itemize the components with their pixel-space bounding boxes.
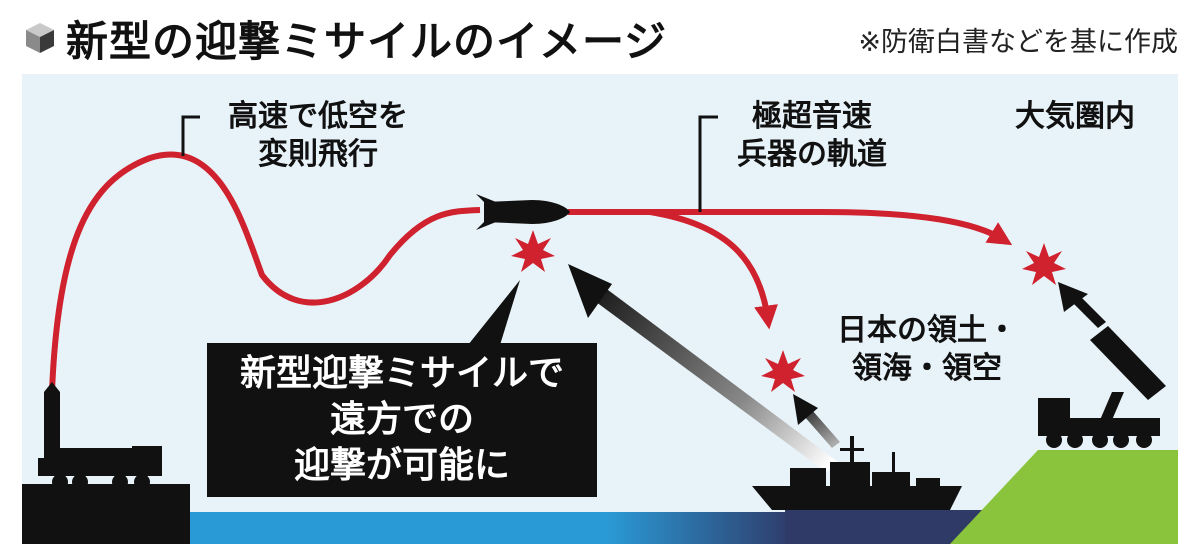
maneuver-label-line2: 変則飛行 — [258, 137, 378, 172]
hypersonic-label-connector — [698, 115, 718, 212]
launcher-arrow-head — [1058, 282, 1088, 312]
land — [950, 450, 1178, 544]
sea-dark — [785, 510, 985, 544]
maneuver-label-line1: 高速で低空を — [228, 99, 408, 134]
sea — [190, 512, 785, 544]
hypersonic-label-line2: 兵器の軌道 — [737, 137, 887, 172]
launcher-truck-icon — [38, 382, 162, 490]
interceptor-beam — [588, 284, 838, 472]
hypersonic-trajectory — [568, 209, 1013, 246]
mobile-launcher-icon — [1038, 326, 1166, 448]
warship-icon — [752, 436, 962, 510]
launcher-arrow — [1072, 296, 1106, 328]
callout-pointer — [468, 280, 520, 345]
ship-short-arrow-head — [793, 394, 818, 425]
burst-icon — [511, 230, 555, 272]
maneuver-label-connector — [181, 115, 200, 156]
cube-icon — [26, 23, 54, 53]
maneuver-trajectory — [49, 151, 481, 393]
interceptor-arrow-head — [568, 264, 612, 318]
launch-platform — [22, 484, 190, 544]
hypersonic-label: 極超音速 兵器の軌道 — [712, 98, 912, 174]
atmosphere-label: 大気圏内 — [1015, 99, 1135, 134]
page-title: 新型の迎撃ミサイルのイメージ — [66, 16, 668, 66]
source-note: ※防衛白書などを基に作成 — [858, 27, 1178, 58]
title-row: 新型の迎撃ミサイルのイメージ — [22, 8, 667, 68]
hypersonic-branch — [649, 209, 778, 330]
callout-line3: 迎撃が可能に — [293, 445, 510, 486]
interceptor-callout: 新型迎撃ミサイルで 遠方での 迎撃が可能に — [207, 343, 597, 497]
maneuver-label: 高速で低空を 変則飛行 — [198, 98, 438, 174]
hypersonic-label-line1: 極超音速 — [752, 99, 872, 134]
callout-line1: 新型迎撃ミサイルで — [239, 353, 564, 394]
ship-short-arrow — [804, 410, 840, 448]
burst-icon — [1022, 243, 1066, 285]
territory-label-line1: 日本の領土・ — [837, 313, 1017, 348]
hypersonic-missile-icon — [476, 194, 570, 230]
callout-line2: 遠方での — [329, 399, 474, 440]
territory-label-line2: 領海・領空 — [852, 351, 1002, 386]
burst-icon — [761, 350, 805, 392]
territory-label: 日本の領土・ 領海・領空 — [812, 312, 1042, 388]
